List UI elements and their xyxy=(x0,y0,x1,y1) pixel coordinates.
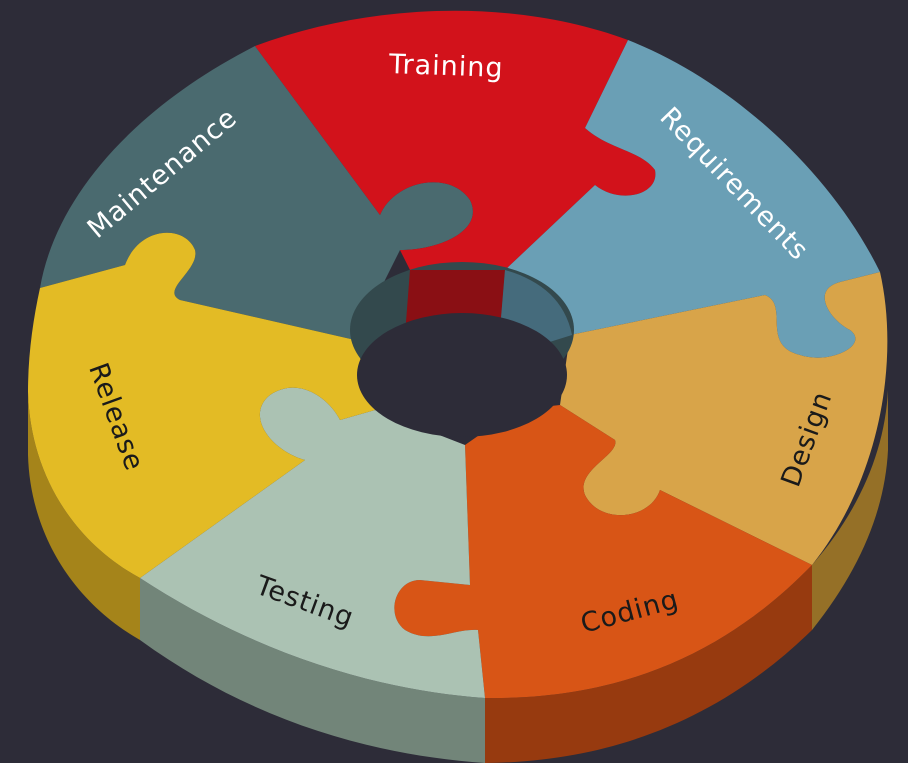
side-wall-coding xyxy=(485,565,812,763)
segment-coding xyxy=(394,405,812,699)
label-training: Training xyxy=(388,49,505,84)
center-hole xyxy=(350,262,574,437)
side-wall-release xyxy=(28,392,140,640)
segment-maintenance xyxy=(40,46,473,340)
side-wall-testing xyxy=(140,578,485,763)
segment-testing xyxy=(140,387,485,698)
segment-release xyxy=(28,232,375,578)
ring-top-segments xyxy=(28,10,888,699)
ring-side-walls xyxy=(28,390,888,763)
segment-requirements xyxy=(505,40,880,358)
segment-training xyxy=(255,10,656,270)
hole-opening xyxy=(357,313,567,437)
segment-design xyxy=(560,272,888,565)
side-wall-design xyxy=(812,390,888,630)
